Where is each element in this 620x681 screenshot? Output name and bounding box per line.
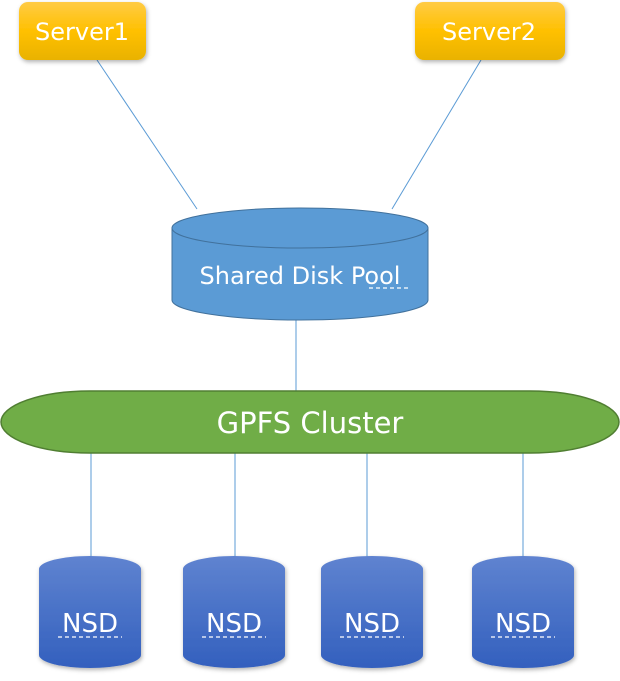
server2-label: Server2 bbox=[442, 18, 536, 46]
server1-node[interactable]: Server1 bbox=[19, 2, 146, 60]
nsd-disk-3[interactable]: NSD bbox=[321, 556, 423, 668]
nsd-cylinder-shape bbox=[183, 556, 285, 668]
shared-disk-pool[interactable]: Shared Disk Pool bbox=[171, 207, 429, 321]
server2-node[interactable]: Server2 bbox=[415, 2, 565, 60]
nsd-disk-2[interactable]: NSD bbox=[183, 556, 285, 668]
nsd-cylinder-shape bbox=[39, 556, 141, 668]
gpfs-cluster[interactable]: GPFS Cluster bbox=[0, 390, 620, 454]
nsd-cylinder-shape bbox=[472, 556, 574, 668]
connector-server2-pool bbox=[391, 59, 482, 210]
gpfs-cluster-label: GPFS Cluster bbox=[217, 406, 404, 440]
nsd-label: NSD bbox=[62, 609, 118, 639]
nsd-label: NSD bbox=[344, 609, 400, 639]
nsd-disk-4[interactable]: NSD bbox=[472, 556, 574, 668]
nsd-label: NSD bbox=[495, 609, 551, 639]
nsd-cylinder-shape bbox=[321, 556, 423, 668]
connector-server1-pool bbox=[96, 59, 198, 210]
shared-disk-pool-label: Shared Disk Pool bbox=[200, 262, 401, 290]
server1-label: Server1 bbox=[35, 18, 129, 46]
nsd-label: NSD bbox=[206, 609, 262, 639]
nsd-disk-1[interactable]: NSD bbox=[39, 556, 141, 668]
